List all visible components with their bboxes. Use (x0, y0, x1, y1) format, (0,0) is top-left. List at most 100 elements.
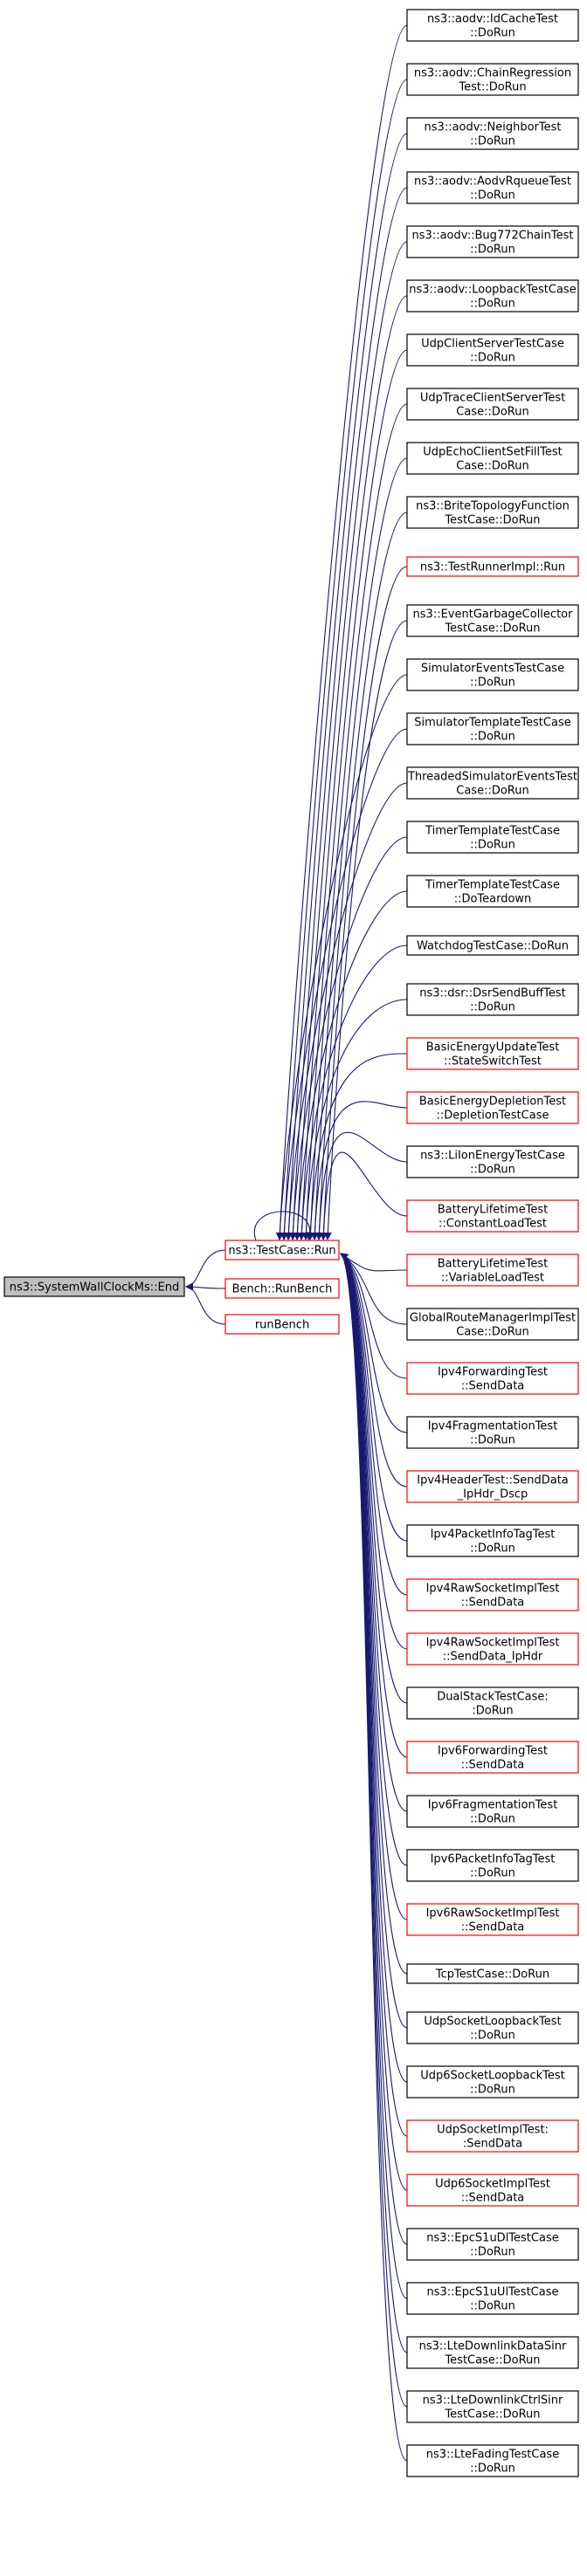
test-node-basicenergyupdatetest-stateswitchtest[interactable]: BasicEnergyUpdateTest::StateSwitchTest (406, 1037, 579, 1070)
test-node-ns3-eventgarbagecollector-testcase-dorun[interactable]: ns3::EventGarbageCollectorTestCase::DoRu… (406, 604, 579, 637)
edge-test-11 (323, 620, 408, 1240)
test-node-ns3-aodv-loopbacktestcase-dorun[interactable]: ns3::aodv::LoopbackTestCase::DoRun (406, 279, 579, 313)
test-node-ipv6rawsocketimpltest-senddata-label: ::SendData (461, 1921, 525, 1934)
test-node-ns3-aodv-aodvrqueuetest-dorun-label: ns3::aodv::AodvRqueueTest (414, 175, 571, 189)
test-node-ipv4rawsocketimpltest-senddata[interactable]: Ipv4RawSocketImplTest::SendData (406, 1578, 579, 1611)
root-node-systemwallclockms-end[interactable]: ns3::SystemWallClockMs::End (3, 1276, 185, 1297)
test-node-batterylifetimetest-variableloadtest[interactable]: BatteryLifetimeTest::VariableLoadTest (406, 1254, 579, 1287)
test-node-ns3-epcs1uultestcase-dorun[interactable]: ns3::EpcS1uUlTestCase::DoRun (406, 2282, 579, 2315)
test-node-ipv4fragmentationtest-dorun[interactable]: Ipv4FragmentationTest::DoRun (406, 1416, 579, 1449)
test-node-tcptestcase-dorun-box (406, 1963, 579, 1984)
caller-node-runbench[interactable]: runBench (224, 1314, 340, 1335)
test-node-ns3-ltefadingtestcase-dorun[interactable]: ns3::LteFadingTestCase::DoRun (406, 2444, 579, 2477)
test-node-ns3-epcs1udltestcase-dorun[interactable]: ns3::EpcS1uDlTestCase::DoRun (406, 2228, 579, 2261)
test-node-ns3-ltefadingtestcase-dorun-label: ::DoRun (470, 2463, 515, 2476)
test-node-threadedsimulatoreventstest-case-dorun-label: ThreadedSimulatorEventsTest (407, 771, 577, 784)
test-node-ns3-dsr-dsrsendbufftest-dorun-label: ns3::dsr::DsrSendBuffTest (419, 987, 566, 1000)
test-node-ns3-liionenergytestcase-dorun-label: ::DoRun (470, 1164, 515, 1177)
test-node-ns3-britetopologyfunction-testcase-dorun-label: ns3::BriteTopologyFunction (416, 500, 570, 513)
test-node-basicenergyupdatetest-stateswitchtest-label: ::StateSwitchTest (444, 1055, 542, 1068)
test-node-basicenergydepletiontest-depletiontestcase-box (406, 1091, 579, 1124)
test-node-udp6socketimpltest-senddata-label: ::SendData (461, 2192, 525, 2205)
test-node-ns3-aodv-aodvrqueuetest-dorun-box (406, 171, 579, 204)
test-node-dualstacktestcase-dorun-label: DualStackTestCase: (437, 1691, 549, 1704)
test-node-timertemplatetestcase-doteardown[interactable]: TimerTemplateTestCase::DoTeardown (406, 875, 579, 908)
test-node-tcptestcase-dorun-label: TcpTestCase::DoRun (435, 1968, 549, 1982)
test-node-udp6socketloopbacktest-dorun[interactable]: Udp6SocketLoopbackTest::DoRun (406, 2065, 579, 2099)
caller-node-bench-runbench-box (224, 1278, 340, 1299)
test-node-udpsocketimpltest-senddata-label: UdpSocketImplTest: (437, 2124, 549, 2137)
test-node-ns3-aodv-loopbacktestcase-dorun-label: ::DoRun (470, 298, 515, 311)
test-node-udp6socketimpltest-senddata[interactable]: Udp6SocketImplTest::SendData (406, 2174, 579, 2207)
test-node-ns3-aodv-idcachetest-dorun[interactable]: ns3::aodv::IdCacheTest::DoRun (406, 9, 579, 42)
test-node-ipv4rawsocketimpltest-senddata-iphdr-label: ::SendData_IpHdr (443, 1651, 543, 1664)
test-node-ns3-aodv-neighbortest-dorun[interactable]: ns3::aodv::NeighborTest::DoRun (406, 117, 579, 150)
edge-test-31 (340, 1253, 408, 1704)
edge-test-19 (306, 1053, 408, 1240)
edge-test-30 (340, 1253, 408, 1650)
test-node-ipv4rawsocketimpltest-senddata-iphdr[interactable]: Ipv4RawSocketImplTest::SendData_IpHdr (406, 1632, 579, 1666)
test-node-batterylifetimetest-constantloadtest-label: BatteryLifetimeTest (438, 1204, 549, 1217)
caller-node-bench-runbench[interactable]: Bench::RunBench (224, 1278, 340, 1299)
test-node-ns3-liionenergytestcase-dorun[interactable]: ns3::LiIonEnergyTestCase::DoRun (406, 1145, 579, 1178)
test-node-ns3-aodv-bug772chaintest-dorun-box (406, 225, 579, 258)
test-node-watchdogtestcase-dorun[interactable]: WatchdogTestCase::DoRun (406, 935, 579, 956)
edge-test-18 (301, 999, 408, 1240)
test-node-ns3-aodv-bug772chaintest-dorun[interactable]: ns3::aodv::Bug772ChainTest::DoRun (406, 225, 579, 258)
test-node-timertemplatetestcase-dorun[interactable]: TimerTemplateTestCase::DoRun (406, 821, 579, 854)
edge-test-45 (340, 1253, 408, 2462)
test-node-batterylifetimetest-constantloadtest[interactable]: BatteryLifetimeTest::ConstantLoadTest (406, 1199, 579, 1233)
test-node-ipv4packetinfotagtest-dorun-label: ::DoRun (470, 1542, 515, 1556)
test-node-ns3-britetopologyfunction-testcase-dorun[interactable]: ns3::BriteTopologyFunctionTestCase::DoRu… (406, 496, 579, 529)
test-node-ns3-aodv-loopbacktestcase-dorun-box (406, 279, 579, 313)
test-node-ns3-aodv-aodvrqueuetest-dorun[interactable]: ns3::aodv::AodvRqueueTest::DoRun (406, 171, 579, 204)
edge-test-21 (314, 1131, 408, 1240)
test-node-ipv6forwardingtest-senddata[interactable]: Ipv6ForwardingTest::SendData (406, 1741, 579, 1774)
test-node-ipv6packetinfotagtest-dorun[interactable]: Ipv6PacketInfoTagTest::DoRun (406, 1849, 579, 1882)
test-node-ipv6fragmentationtest-dorun[interactable]: Ipv6FragmentationTest::DoRun (406, 1795, 579, 1828)
edge-test-3 (288, 187, 408, 1240)
test-node-udpsocketloopbacktest-dorun[interactable]: UdpSocketLoopbackTest::DoRun (406, 2011, 579, 2044)
test-node-udpsocketimpltest-senddata[interactable]: UdpSocketImplTest::SendData (406, 2119, 579, 2153)
test-node-ipv4rawsocketimpltest-senddata-iphdr-label: Ipv4RawSocketImplTest (426, 1637, 560, 1650)
test-node-ns3-aodv-neighbortest-dorun-box (406, 117, 579, 150)
edge-test-27 (340, 1253, 408, 1487)
edge-test-6 (301, 349, 408, 1240)
root-node-systemwallclockms-end-label: ns3::SystemWallClockMs::End (10, 1281, 180, 1295)
test-node-ns3-dsr-dsrsendbufftest-dorun[interactable]: ns3::dsr::DsrSendBuffTest::DoRun (406, 983, 579, 1016)
caller-node-testcase-run[interactable]: ns3::TestCase::Run (224, 1240, 340, 1261)
edge-caller-1 (185, 1282, 226, 1291)
test-node-ns3-dsr-dsrsendbufftest-dorun-box (406, 983, 579, 1016)
test-node-udpclientservertestcase-dorun[interactable]: UdpClientServerTestCase::DoRun (406, 333, 579, 367)
test-node-udpsocketloopbacktest-dorun-box (406, 2011, 579, 2044)
test-node-ipv4headertest-senddata-iphdr-dscp[interactable]: Ipv4HeaderTest::SendData_IpHdr_Dscp (406, 1470, 579, 1503)
test-node-ns3-ltedownlinkctrlsinr-testcase-dorun-label: TestCase::DoRun (444, 2408, 540, 2421)
caller-node-runbench-box (224, 1314, 340, 1335)
edge-test-5 (297, 295, 408, 1240)
test-node-ipv6fragmentationtest-dorun-box (406, 1795, 579, 1828)
test-node-ns3-aodv-chainregression-test-dorun-box (406, 63, 579, 96)
test-node-ipv6rawsocketimpltest-senddata-box (406, 1903, 579, 1936)
test-node-ns3-eventgarbagecollector-testcase-dorun-label: ns3::EventGarbageCollector (413, 608, 574, 622)
test-node-dualstacktestcase-dorun[interactable]: DualStackTestCase::DoRun (406, 1686, 579, 1720)
test-node-ipv6rawsocketimpltest-senddata[interactable]: Ipv6RawSocketImplTest::SendData (406, 1903, 579, 1936)
test-node-ipv4packetinfotagtest-dorun[interactable]: Ipv4PacketInfoTagTest::DoRun (406, 1524, 579, 1557)
test-node-udp6socketloopbacktest-dorun-box (406, 2065, 579, 2099)
test-node-simulatoreventstestcase-dorun[interactable]: SimulatorEventsTestCase::DoRun (406, 658, 579, 691)
test-node-basicenergydepletiontest-depletiontestcase[interactable]: BasicEnergyDepletionTest::DepletionTestC… (406, 1091, 579, 1124)
test-node-ns3-aodv-aodvrqueuetest-dorun-label: ::DoRun (470, 189, 515, 203)
test-node-ns3-testrunnerimpl-run[interactable]: ns3::TestRunnerImpl::Run (406, 556, 579, 577)
test-node-simulatortemplatetestcase-dorun[interactable]: SimulatorTemplateTestCase::DoRun (406, 712, 579, 745)
test-node-udptraceclientservertest-case-dorun-label: Case::DoRun (456, 406, 528, 419)
test-node-ipv4forwardingtest-senddata[interactable]: Ipv4ForwardingTest::SendData (406, 1362, 579, 1395)
test-node-tcptestcase-dorun[interactable]: TcpTestCase::DoRun (406, 1963, 579, 1984)
test-node-basicenergydepletiontest-depletiontestcase-label: BasicEnergyDepletionTest (419, 1096, 566, 1109)
test-node-ns3-ltedownlinkdatasinr-testcase-dorun-label: ns3::LteDownlinkDataSinr (419, 2340, 567, 2353)
